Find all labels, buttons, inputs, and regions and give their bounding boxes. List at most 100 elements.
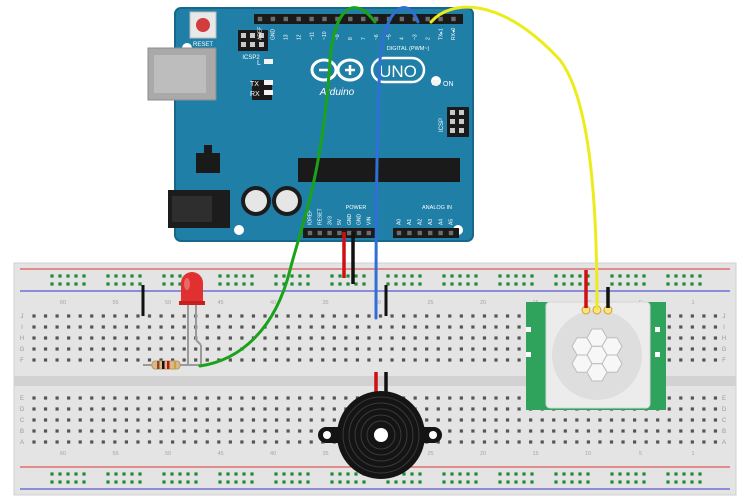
analog-pin-hole[interactable]	[428, 230, 433, 236]
digital-pin-hole[interactable]	[348, 16, 353, 22]
breadboard-hole[interactable]	[702, 429, 706, 433]
analog-pin-hole[interactable]	[448, 230, 454, 236]
breadboard-hole[interactable]	[101, 325, 105, 329]
breadboard-hole[interactable]	[309, 396, 313, 400]
breadboard-rail-hole[interactable]	[242, 480, 246, 484]
breadboard-rail-hole[interactable]	[450, 480, 454, 484]
breadboard-rail-hole[interactable]	[66, 480, 70, 484]
breadboard-hole[interactable]	[205, 396, 209, 400]
breadboard-hole[interactable]	[448, 358, 452, 362]
breadboard-rail-hole[interactable]	[226, 274, 230, 278]
breadboard-hole[interactable]	[563, 440, 567, 444]
breadboard-hole[interactable]	[529, 418, 533, 422]
breadboard-hole[interactable]	[263, 347, 267, 351]
breadboard-hole[interactable]	[274, 325, 279, 329]
breadboard-rail-hole[interactable]	[130, 472, 134, 476]
breadboard-hole[interactable]	[240, 336, 244, 340]
breadboard-rail-hole[interactable]	[514, 480, 518, 484]
breadboard-hole[interactable]	[425, 347, 429, 351]
breadboard-hole[interactable]	[194, 358, 198, 362]
breadboard-hole[interactable]	[575, 429, 579, 433]
breadboard-rail-hole[interactable]	[442, 472, 446, 476]
breadboard-hole[interactable]	[713, 358, 718, 362]
breadboard-hole[interactable]	[286, 418, 290, 422]
breadboard-hole[interactable]	[205, 418, 209, 422]
breadboard-hole[interactable]	[621, 440, 625, 444]
breadboard-hole[interactable]	[101, 314, 105, 318]
breadboard-hole[interactable]	[355, 314, 359, 318]
breadboard-rail-hole[interactable]	[66, 472, 70, 476]
breadboard-hole[interactable]	[436, 314, 440, 318]
breadboard-hole[interactable]	[459, 325, 463, 329]
breadboard-hole[interactable]	[286, 440, 290, 444]
power-pin-hole[interactable]	[327, 230, 332, 236]
breadboard-rail-hole[interactable]	[330, 282, 334, 286]
breadboard-rail-hole[interactable]	[450, 274, 454, 278]
breadboard-hole[interactable]	[124, 336, 128, 340]
breadboard-hole[interactable]	[344, 358, 348, 362]
breadboard-hole[interactable]	[713, 396, 718, 400]
breadboard-hole[interactable]	[690, 325, 694, 329]
breadboard-hole[interactable]	[124, 325, 128, 329]
breadboard-rail-hole[interactable]	[578, 472, 582, 476]
breadboard-hole[interactable]	[713, 407, 718, 411]
breadboard-hole[interactable]	[136, 325, 140, 329]
breadboard-hole[interactable]	[124, 396, 128, 400]
breadboard-hole[interactable]	[274, 418, 279, 422]
breadboard-rail-hole[interactable]	[194, 480, 198, 484]
breadboard-rail-hole[interactable]	[330, 472, 334, 476]
breadboard-hole[interactable]	[378, 336, 383, 340]
breadboard-hole[interactable]	[147, 418, 152, 422]
breadboard-rail-hole[interactable]	[226, 282, 230, 286]
breadboard-hole[interactable]	[55, 325, 59, 329]
breadboard-hole[interactable]	[690, 358, 694, 362]
breadboard-hole[interactable]	[298, 325, 302, 329]
breadboard-rail-hole[interactable]	[74, 274, 78, 278]
breadboard-hole[interactable]	[298, 396, 302, 400]
breadboard-hole[interactable]	[298, 418, 302, 422]
breadboard-rail-hole[interactable]	[58, 282, 62, 286]
breadboard-hole[interactable]	[621, 418, 625, 422]
breadboard-hole[interactable]	[702, 396, 706, 400]
breadboard-rail-hole[interactable]	[522, 472, 526, 476]
breadboard-rail-hole[interactable]	[530, 282, 534, 286]
breadboard-rail-hole[interactable]	[218, 480, 222, 484]
breadboard-rail-hole[interactable]	[442, 480, 446, 484]
breadboard-hole[interactable]	[240, 440, 244, 444]
breadboard-hole[interactable]	[344, 336, 348, 340]
breadboard-hole[interactable]	[147, 358, 152, 362]
breadboard-hole[interactable]	[124, 407, 128, 411]
breadboard-rail-hole[interactable]	[354, 472, 358, 476]
breadboard-hole[interactable]	[378, 358, 383, 362]
breadboard-rail-hole[interactable]	[178, 274, 182, 278]
breadboard-hole[interactable]	[113, 396, 117, 400]
breadboard-hole[interactable]	[482, 325, 487, 329]
breadboard-hole[interactable]	[194, 440, 198, 444]
breadboard-hole[interactable]	[448, 314, 452, 318]
breadboard-hole[interactable]	[402, 314, 406, 318]
breadboard-hole[interactable]	[332, 407, 336, 411]
breadboard-rail-hole[interactable]	[58, 472, 62, 476]
breadboard-hole[interactable]	[124, 314, 128, 318]
breadboard-hole[interactable]	[90, 440, 94, 444]
breadboard-rail-hole[interactable]	[442, 274, 446, 278]
breadboard-hole[interactable]	[274, 429, 279, 433]
breadboard-hole[interactable]	[425, 314, 429, 318]
breadboard-hole[interactable]	[517, 440, 521, 444]
breadboard-hole[interactable]	[575, 418, 579, 422]
breadboard-hole[interactable]	[471, 358, 475, 362]
breadboard-rail-hole[interactable]	[274, 274, 278, 278]
power-pin-hole[interactable]	[347, 230, 352, 236]
breadboard-hole[interactable]	[194, 396, 198, 400]
breadboard-hole[interactable]	[390, 314, 394, 318]
breadboard-hole[interactable]	[286, 358, 290, 362]
breadboard-hole[interactable]	[263, 396, 267, 400]
breadboard-rail-hole[interactable]	[338, 472, 342, 476]
breadboard-hole[interactable]	[136, 440, 140, 444]
breadboard-hole[interactable]	[309, 407, 313, 411]
breadboard-hole[interactable]	[494, 325, 498, 329]
breadboard-rail-hole[interactable]	[522, 274, 526, 278]
breadboard-hole[interactable]	[633, 429, 637, 433]
breadboard-hole[interactable]	[413, 358, 417, 362]
breadboard-rail-hole[interactable]	[610, 480, 614, 484]
